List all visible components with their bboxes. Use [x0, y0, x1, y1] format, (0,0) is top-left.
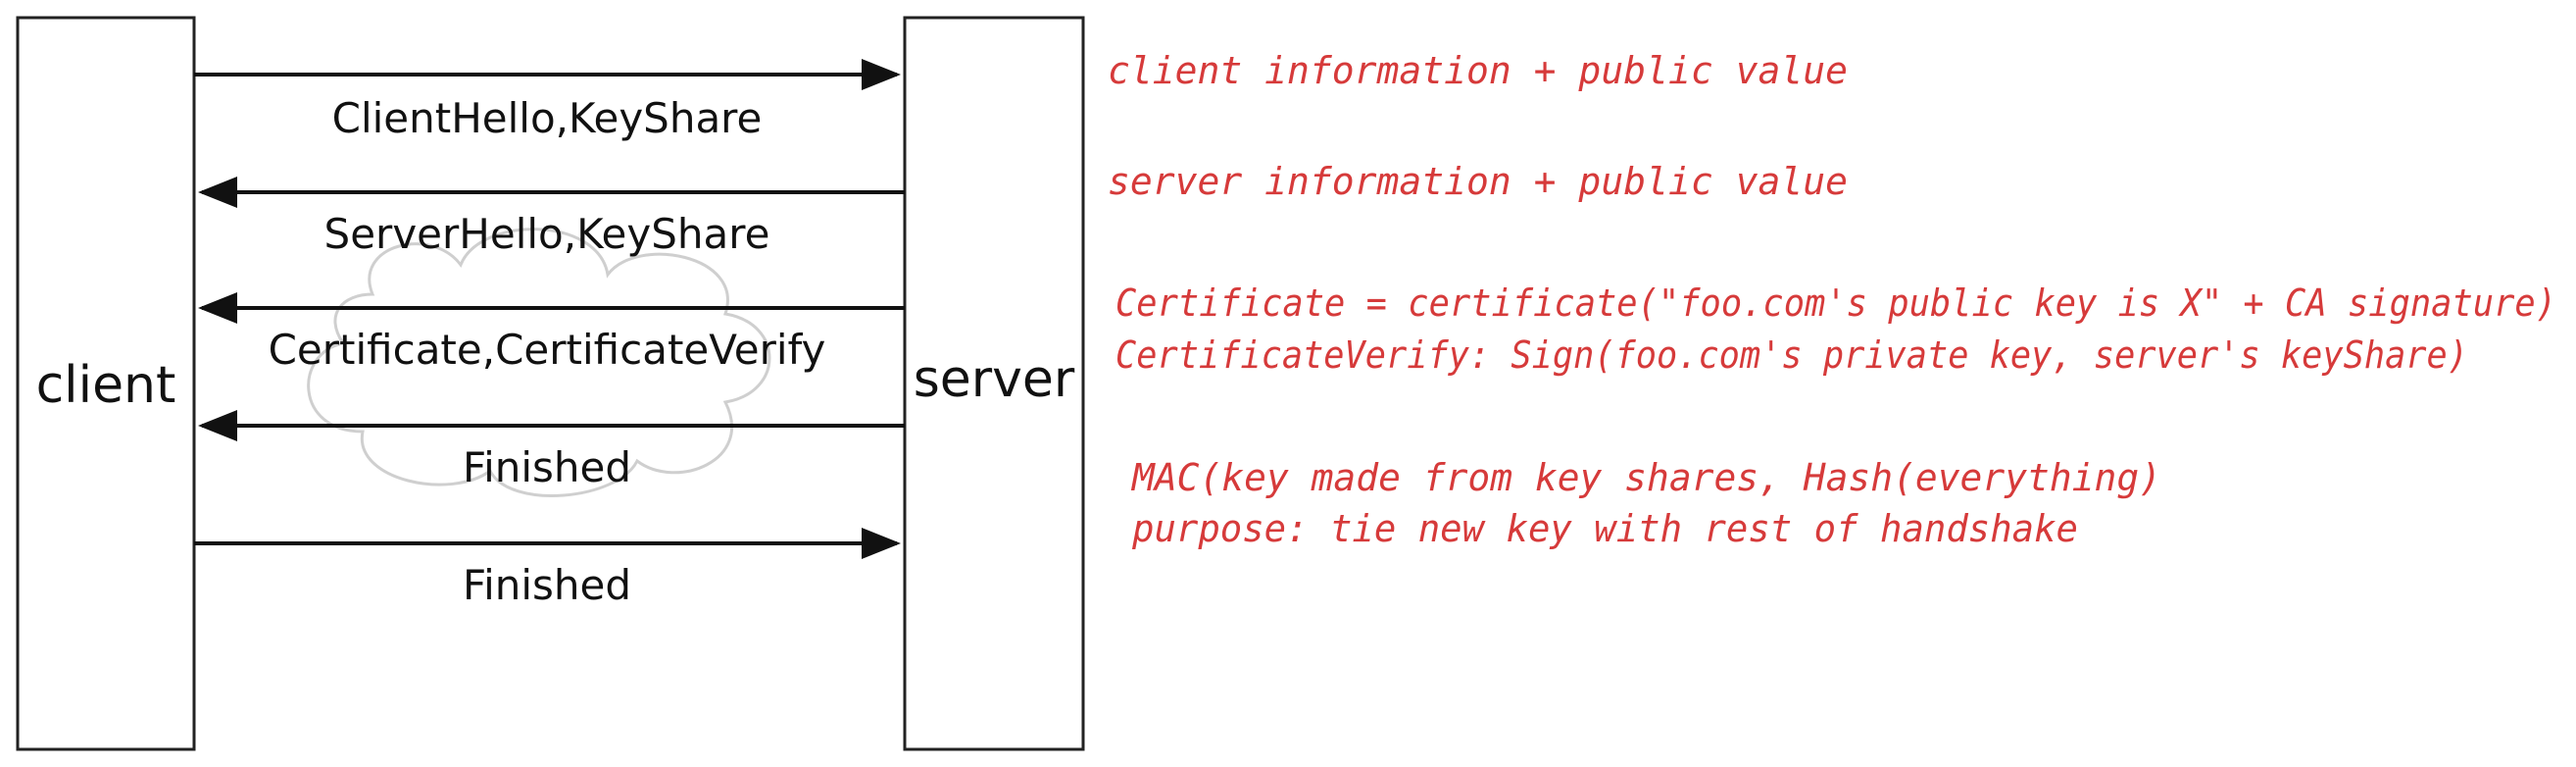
note-client-hello: client information + public value: [1108, 49, 1848, 92]
client-box: [16, 16, 196, 751]
note-server-hello: server information + public value: [1108, 160, 1848, 203]
note-certificate-verify: CertificateVerify: Sign(foo.com's privat…: [1115, 333, 2468, 377]
client-label: client: [36, 356, 176, 415]
msg-client-finished: Finished: [463, 561, 631, 609]
note-certificate: Certificate = certificate("foo.com's pub…: [1115, 281, 2556, 325]
server-box: [903, 16, 1085, 751]
msg-server-finished: Finished: [463, 443, 631, 491]
note-finished-mac: MAC(key made from key shares, Hash(every…: [1130, 456, 2161, 499]
note-finished-purpose: purpose: tie new key with rest of handsh…: [1131, 507, 2078, 550]
msg-client-hello: ClientHello,KeyShare: [332, 94, 763, 142]
cloud-sketch: [307, 228, 771, 497]
server-label: server: [914, 350, 1075, 409]
msg-certificate: Certificate,CertificateVerify: [269, 326, 826, 374]
msg-server-hello: ServerHello,KeyShare: [324, 210, 770, 258]
